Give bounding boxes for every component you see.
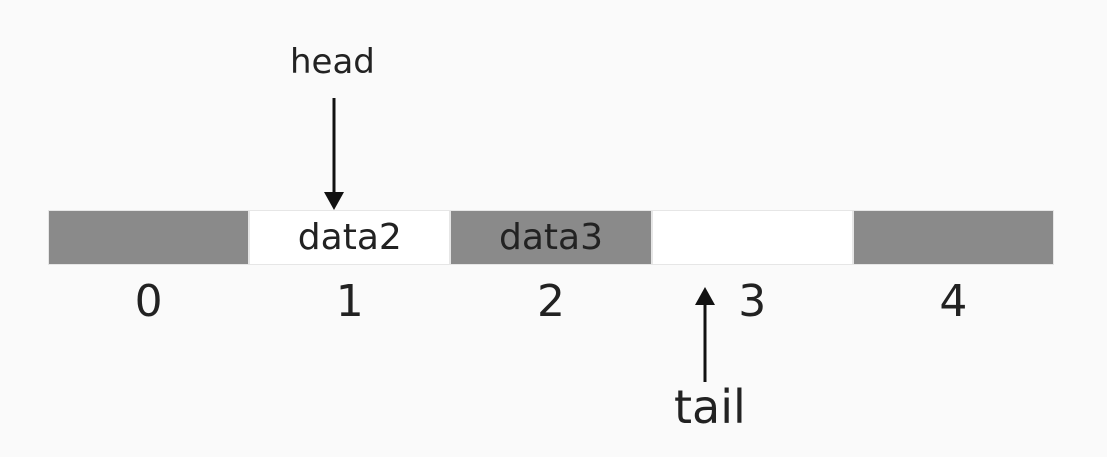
queue-cell-2: data3 [450,210,652,265]
index-label-4: 4 [939,276,968,327]
index-label-1: 1 [335,276,364,327]
tail-arrow-icon [695,287,715,305]
index-label-0: 0 [134,276,163,327]
index-label-2: 2 [537,276,565,327]
queue-indices: 0 1 2 3 4 [48,274,1054,330]
head-arrow-icon [324,192,344,210]
queue-cell-3 [651,210,853,265]
queue-cell-4 [852,210,1055,265]
queue-array: data2 data3 [48,210,1055,265]
queue-cell-1: data2 [249,210,451,265]
queue-cell-0 [48,210,250,265]
head-pointer-label: head [290,42,375,82]
tail-pointer-label: tail [674,380,746,434]
index-label-3: 3 [738,276,767,327]
